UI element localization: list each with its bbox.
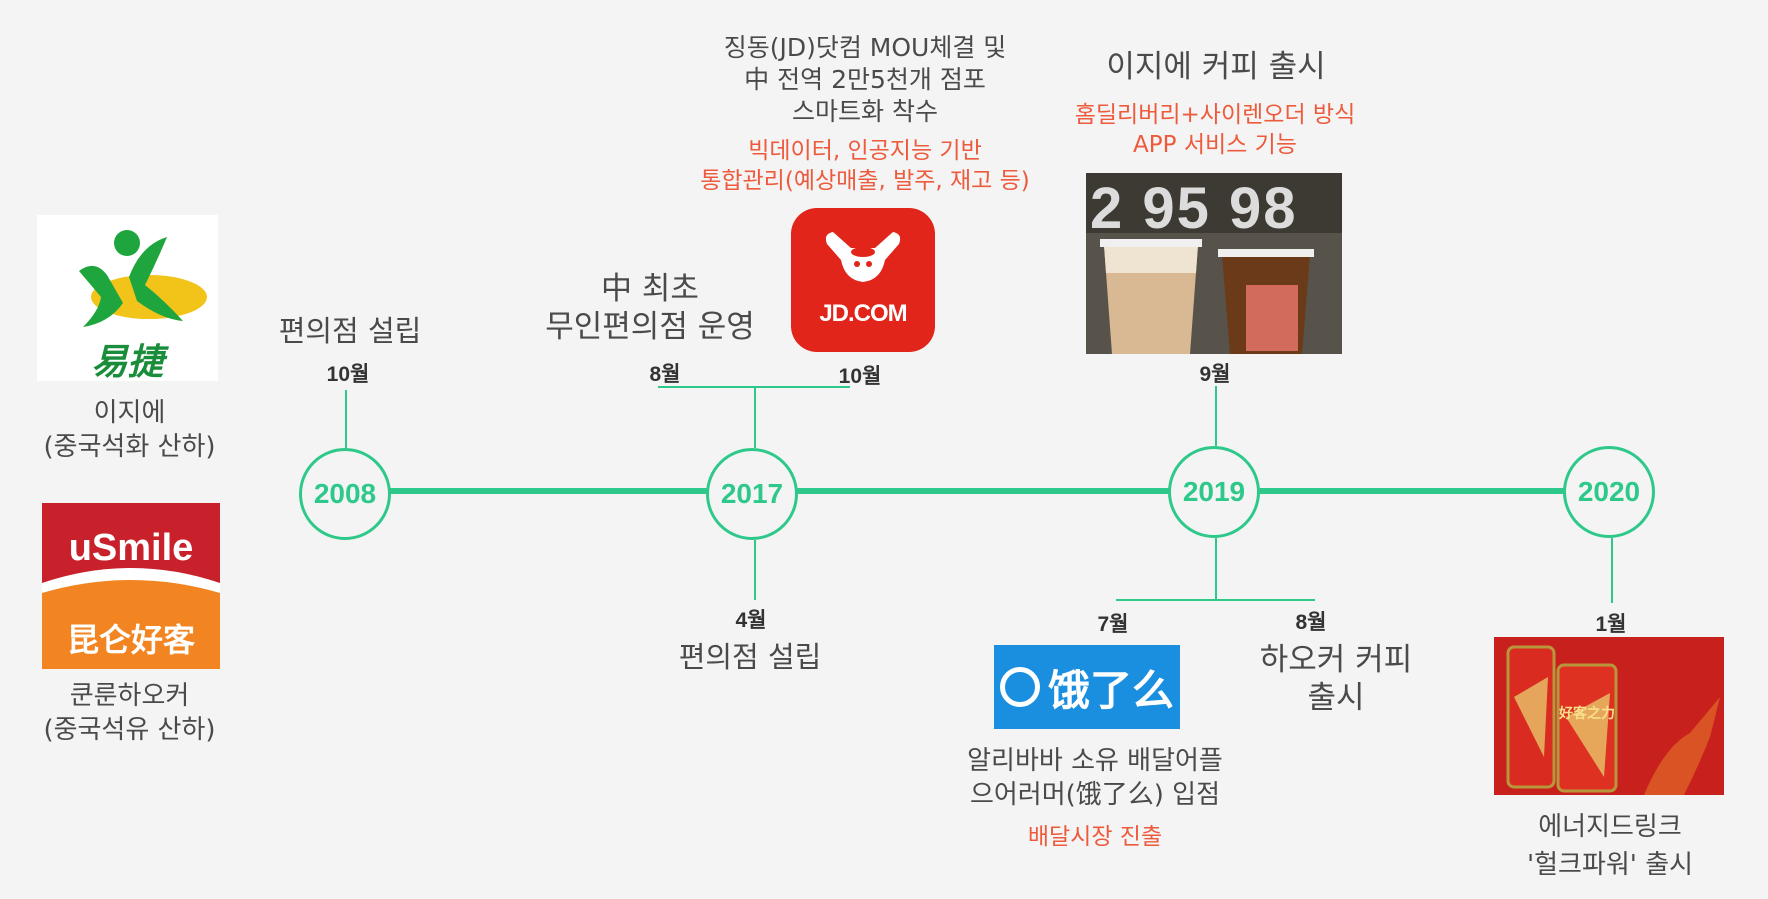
connector-2008 (345, 390, 347, 448)
eleme-logo-text: 饿了么 (1048, 657, 1174, 718)
connector-2019-top (1215, 386, 1217, 446)
event-2017-oct-text: 징동(JD)닷컴 MOU체결 및 中 전역 2만5천개 점포 스마트화 착수 (660, 32, 1070, 128)
branch-2019-bottom (1116, 599, 1315, 601)
month-2017-oct: 10월 (822, 360, 898, 390)
easyjoy-logo: 易捷 (37, 215, 218, 381)
connector-2017-bottom (754, 540, 756, 600)
can-label: 好客之力 (1558, 703, 1616, 723)
usmile-name: 쿤룬하오커 (중국석유 산하) (27, 679, 232, 747)
month-2020-jan: 1월 (1576, 608, 1646, 638)
event-2008-text: 편의점 설립 (250, 312, 450, 350)
event-2017-aug: 中 최초 무인편의점 운영 (520, 270, 780, 346)
event-2020-jan-text: 에너지드링크 '헐크파워' 출시 (1480, 808, 1740, 884)
month-2019-sep: 9월 (1180, 358, 1250, 388)
usmile-logo: uSmile 昆仑好客 (42, 503, 220, 669)
coffee-photo-sign: 2 95 98 (1090, 175, 1340, 242)
jd-logo-text: JD.COM (791, 300, 935, 328)
coffee-photo: 2 95 98 (1086, 173, 1342, 354)
connector-2017-top (754, 386, 756, 448)
event-2019-sep-title: 이지에 커피 출시 (1066, 48, 1366, 86)
event-2017-oct-highlight: 빅데이터, 인공지능 기반 통합관리(예상매출, 발주, 재고 등) (660, 136, 1070, 196)
month-2019-jul: 7월 (1078, 608, 1148, 638)
timeline-line (345, 488, 1645, 494)
event-2019-jul-highlight: 배달시장 진출 (990, 822, 1200, 852)
year-circle-2017: 2017 (706, 448, 798, 540)
jd-logo: JD.COM (791, 208, 935, 352)
year-circle-2019: 2019 (1168, 446, 1260, 538)
usmile-logo-bottom: 昆仑好客 (42, 615, 220, 661)
month-2008-oct: 10월 (300, 358, 396, 388)
jd-mascot-icon (821, 226, 905, 288)
easyjoy-logo-text: 易捷 (37, 333, 218, 385)
easyjoy-name: 이지에 (중국석화 산하) (27, 396, 232, 464)
year-circle-2008: 2008 (299, 448, 391, 540)
coffee-cups-icon (1086, 233, 1342, 354)
month-2017-aug: 8월 (630, 358, 700, 388)
event-2017-apr-text: 편의점 설립 (640, 638, 860, 676)
event-2019-jul-text: 알리바바 소유 배달어플 으어러머(饿了么) 입점 (930, 744, 1260, 812)
eleme-logo: 饿了么 (994, 645, 1180, 729)
month-2019-aug: 8월 (1276, 606, 1346, 636)
eleme-e-icon (1000, 667, 1040, 707)
event-2019-aug-text: 하오커 커피 출시 (1226, 641, 1446, 717)
usmile-logo-top: uSmile (42, 527, 220, 570)
month-2017-apr: 4월 (716, 604, 786, 634)
usmile-wave-icon (42, 565, 220, 605)
connector-2019-bottom (1215, 538, 1217, 600)
hulk-power-photo: 好客之力 (1494, 637, 1724, 795)
year-circle-2020: 2020 (1563, 446, 1655, 538)
connector-2020 (1611, 538, 1613, 603)
event-2019-sep-highlight: 홈딜리버리+사이렌오더 방식 APP 서비스 기능 (1040, 100, 1390, 160)
